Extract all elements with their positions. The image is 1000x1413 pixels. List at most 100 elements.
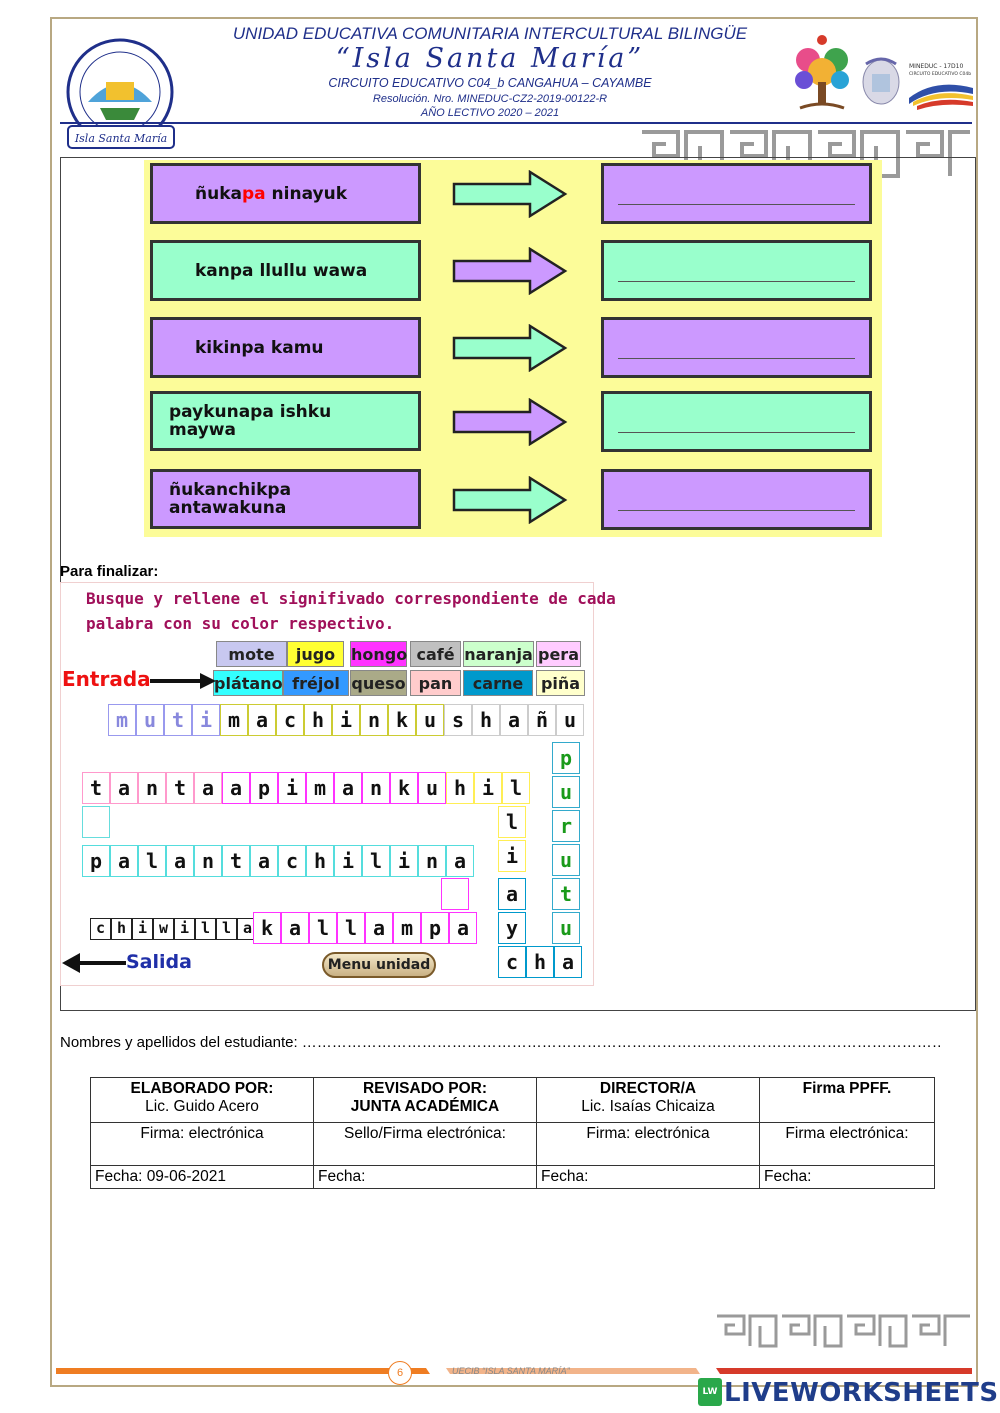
match-text: ñukanchikpa [169,480,292,500]
letter-cell: a [498,878,526,910]
letter-cell: h [526,946,554,978]
letter-cell [441,878,469,910]
letter-cell: a [248,704,276,736]
page-number: 6 [388,1361,412,1385]
letter-cell: a [110,845,138,877]
color-key-pera: pera [536,641,581,667]
letter-cell: l [502,772,530,804]
letter-cell: a [222,772,250,804]
letter-cell: a [365,912,393,944]
signature-table: ELABORADO POR:Lic. Guido Acero REVISADO … [90,1077,935,1189]
school-name: UNIDAD EDUCATIVA COMUNITARIA INTERCULTUR… [232,24,748,43]
letter-cell: t [552,878,580,910]
director-header: DIRECTOR/A [599,1080,697,1097]
match-source-text: ñukapa ninayuk [195,185,347,203]
right-arrow-icon [452,170,568,218]
letter-cell: l [138,845,166,877]
match-answer-field[interactable] [601,240,872,301]
match-text: ñuka [195,183,242,204]
color-key-jugo: jugo [287,641,344,667]
letter-cell: u [552,776,580,808]
entrada-label: Entrada [62,667,151,691]
director-name: Lic. Isaías Chicaiza [581,1098,715,1115]
letter-cell: n [418,845,446,877]
letter-cell: p [552,742,580,774]
school-year-line: AÑO LECTIVO 2020 – 2021 [420,107,560,119]
mineduc-logo: MINEDUC - 17D10 CIRCUITO EDUCATIVO C04b [905,58,975,110]
color-key-fréjol: fréjol [283,670,349,696]
elaborado-date: Fecha: 09-06-2021 [90,1165,314,1189]
letter-cell: l [195,918,216,940]
match-answer-field[interactable] [601,317,872,378]
tree-logo [790,30,854,114]
answer-underline [618,281,855,282]
answer-underline [618,358,855,359]
section-label-finalizar: Para finalizar: [60,563,159,580]
match-answer-field[interactable] [601,469,872,530]
svg-text:Isla Santa María: Isla Santa María [74,132,167,145]
andean-pattern-top [638,126,974,182]
letter-cell: t [222,845,250,877]
letter-cell: i [334,845,362,877]
letter-cell: n [138,772,166,804]
right-arrow-icon [452,324,568,372]
match-source-box: kanpa llullu wawa [150,240,421,301]
match-source-text: kanpa llullu wawa [195,262,367,280]
word-path-activity [60,582,594,986]
letter-cell: p [250,772,278,804]
match-text-rest: maywa [169,420,236,440]
revisado-date: Fecha: [313,1165,537,1189]
letter-cell: w [153,918,174,940]
elaborado-signature: Firma: electrónica [90,1122,314,1166]
letter-cell: r [552,810,580,842]
menu-unidad-button[interactable]: Menu unidad [322,952,436,978]
match-answer-field[interactable] [601,163,872,224]
match-text: kanpa llullu wawa [195,260,368,281]
ecuador-coat-of-arms-icon [858,52,904,108]
letter-cell: k [253,912,281,944]
letter-cell: a [334,772,362,804]
entrada-arrow-icon [150,672,216,690]
color-key-café: café [410,641,461,667]
header-rule [60,122,972,124]
answer-underline [618,432,855,433]
right-arrow-icon [452,247,568,295]
match-answer-field[interactable] [601,391,872,452]
letter-cell: u [416,704,444,736]
director-signature: Firma: electrónica [536,1122,760,1166]
letter-cell: p [421,912,449,944]
answer-underline [618,510,855,511]
liveworksheets-watermark: LIVEWORKSHEETS [724,1378,999,1408]
letter-cell: i [174,918,195,940]
match-source-text: kikinpa kamu [195,339,324,357]
revisado-header: REVISADO POR: [362,1080,487,1097]
letter-cell: a [500,704,528,736]
color-key-carne: carne [463,670,533,696]
match-text: paykunapa ishku [169,402,332,422]
page-border [50,17,978,1387]
answer-underline [618,204,855,205]
letter-cell: c [276,704,304,736]
letter-cell: p [82,845,110,877]
letter-cell: n [362,772,390,804]
elaborado-name: Lic. Guido Acero [145,1098,259,1115]
school-seal-logo: Isla Santa María [58,36,186,154]
match-source-box: ñukapa ninayuk [150,163,421,224]
letter-cell: l [362,845,390,877]
letter-cell: n [360,704,388,736]
color-key-queso: queso [350,670,407,696]
letter-cell: h [306,845,334,877]
letter-cell: u [552,912,580,944]
letter-cell: t [82,772,110,804]
color-key-piña: piña [536,670,585,696]
letter-cell: m [306,772,334,804]
ppff-signature: Firma electrónica: [759,1122,935,1166]
footer-school-name: UECIB “ISLA SANTA MARÍA” [452,1366,570,1376]
school-motto: “Isla Santa María” [335,43,645,74]
letter-cell: u [418,772,446,804]
match-text-rest: antawakuna [169,498,287,518]
letter-cell: l [498,806,526,838]
resolution-line: Resolución. Nro. MINEDUC-CZ2-2019-00122-… [372,93,608,105]
